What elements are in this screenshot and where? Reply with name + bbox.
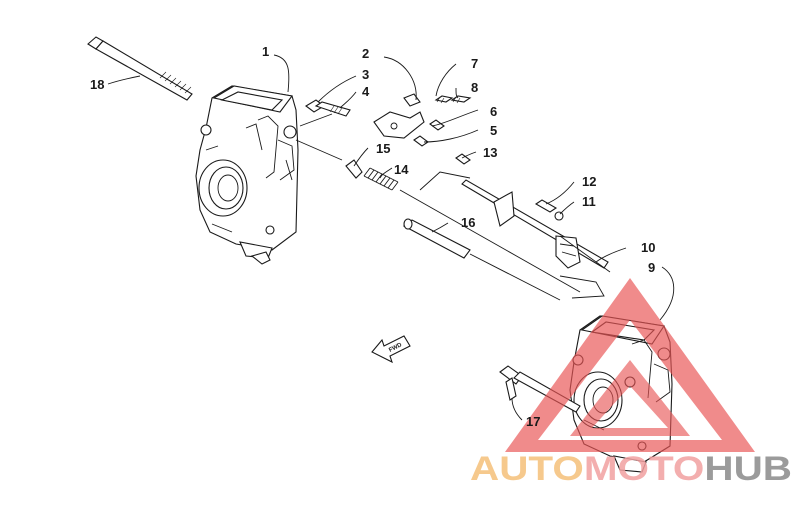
forward-arrow-icon: FWD	[371, 335, 411, 364]
callout-14: 14	[394, 162, 409, 177]
leader-lines	[107, 54, 675, 421]
callout-6: 6	[490, 104, 497, 119]
callout-2: 2	[362, 46, 369, 61]
long-bolt	[87, 36, 193, 101]
watermark-triangle-icon	[505, 278, 755, 452]
callout-3: 3	[362, 67, 369, 82]
bushing	[345, 159, 363, 179]
throttle-shaft	[455, 153, 609, 269]
tube	[402, 218, 471, 259]
callout-7: 7	[471, 56, 478, 71]
callout-5: 5	[490, 123, 497, 138]
callout-10: 10	[641, 240, 655, 255]
callout-15: 15	[376, 141, 390, 156]
callout-8: 8	[471, 80, 478, 95]
callout-13: 13	[483, 145, 497, 160]
forward-arrow-label: FWD	[388, 342, 403, 354]
assembly-lines	[285, 113, 611, 301]
callout-12: 12	[582, 174, 596, 189]
callout-1: 1	[262, 44, 269, 59]
callout-17: 17	[526, 414, 540, 429]
callout-4: 4	[362, 84, 370, 99]
callout-9: 9	[648, 260, 655, 275]
callout-18: 18	[90, 77, 104, 92]
link-hardware	[305, 93, 472, 147]
spring	[363, 167, 399, 191]
callout-11: 11	[582, 194, 596, 209]
carburetor-upper	[195, 85, 299, 265]
callout-labels: 1 2 3 4 5 6 7 8 9 10 11 12 13 14 15 16 1…	[90, 44, 655, 429]
callout-16: 16	[461, 215, 475, 230]
